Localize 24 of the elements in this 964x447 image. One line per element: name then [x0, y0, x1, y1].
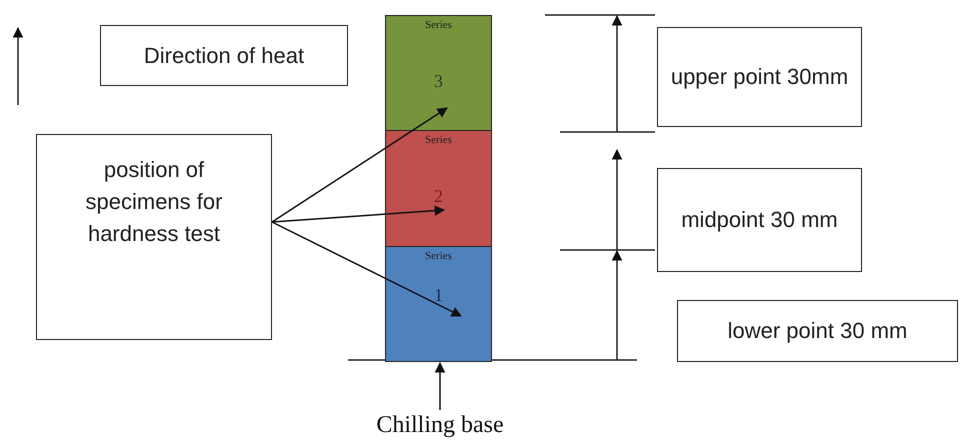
series-label: Series	[424, 250, 453, 262]
specimen-zone	[385, 15, 492, 131]
label-box	[657, 168, 862, 272]
position-number: 2	[433, 186, 444, 207]
arrow	[434, 362, 446, 410]
series-label: Series	[424, 19, 453, 31]
specimen-zone	[385, 246, 492, 362]
series-label: Series	[424, 134, 453, 146]
specimen-zone	[385, 130, 492, 247]
box-text: position of specimens for hardness test	[84, 156, 224, 248]
box-text: midpoint 30 mm	[681, 206, 838, 234]
box-text: upper point 30mm	[670, 63, 848, 92]
position-number: 3	[433, 71, 444, 92]
leader-line	[272, 221, 462, 317]
label-box	[677, 300, 958, 362]
label-box	[657, 27, 862, 127]
leader-line	[272, 107, 448, 223]
label-box	[100, 25, 348, 86]
leader-line	[272, 205, 446, 223]
base-label: Chilling base	[376, 412, 504, 438]
box-text: lower point 30 mm	[728, 317, 908, 346]
box-text: Direction of heat	[144, 42, 304, 70]
position-number: 1	[433, 285, 444, 306]
callout-box	[36, 134, 272, 340]
